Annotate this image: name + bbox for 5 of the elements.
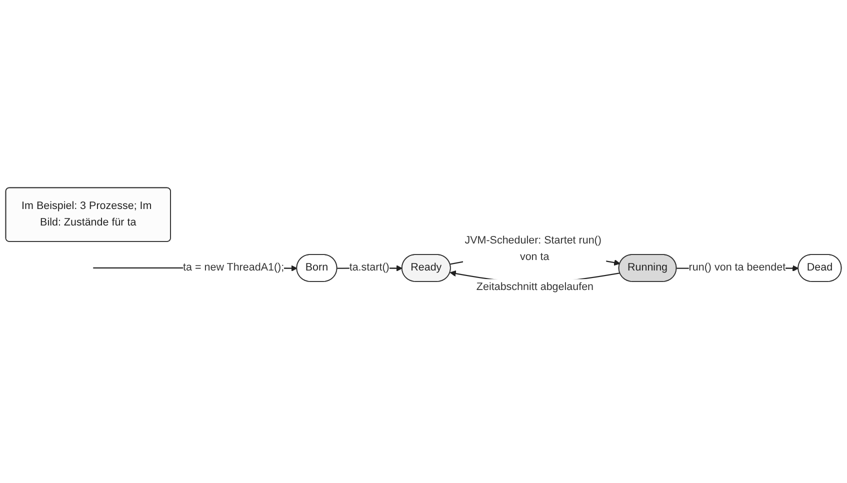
edge-label: run() von ta beendet [688,261,786,274]
edge-label: ta = new ThreadA1(); [183,261,284,274]
edge-label: JVM-Scheduler: Startet run() von ta [464,234,602,262]
edge-label: ta.start() [349,261,390,274]
edge-label: Zeitabschnitt abgelaufen [476,280,594,293]
